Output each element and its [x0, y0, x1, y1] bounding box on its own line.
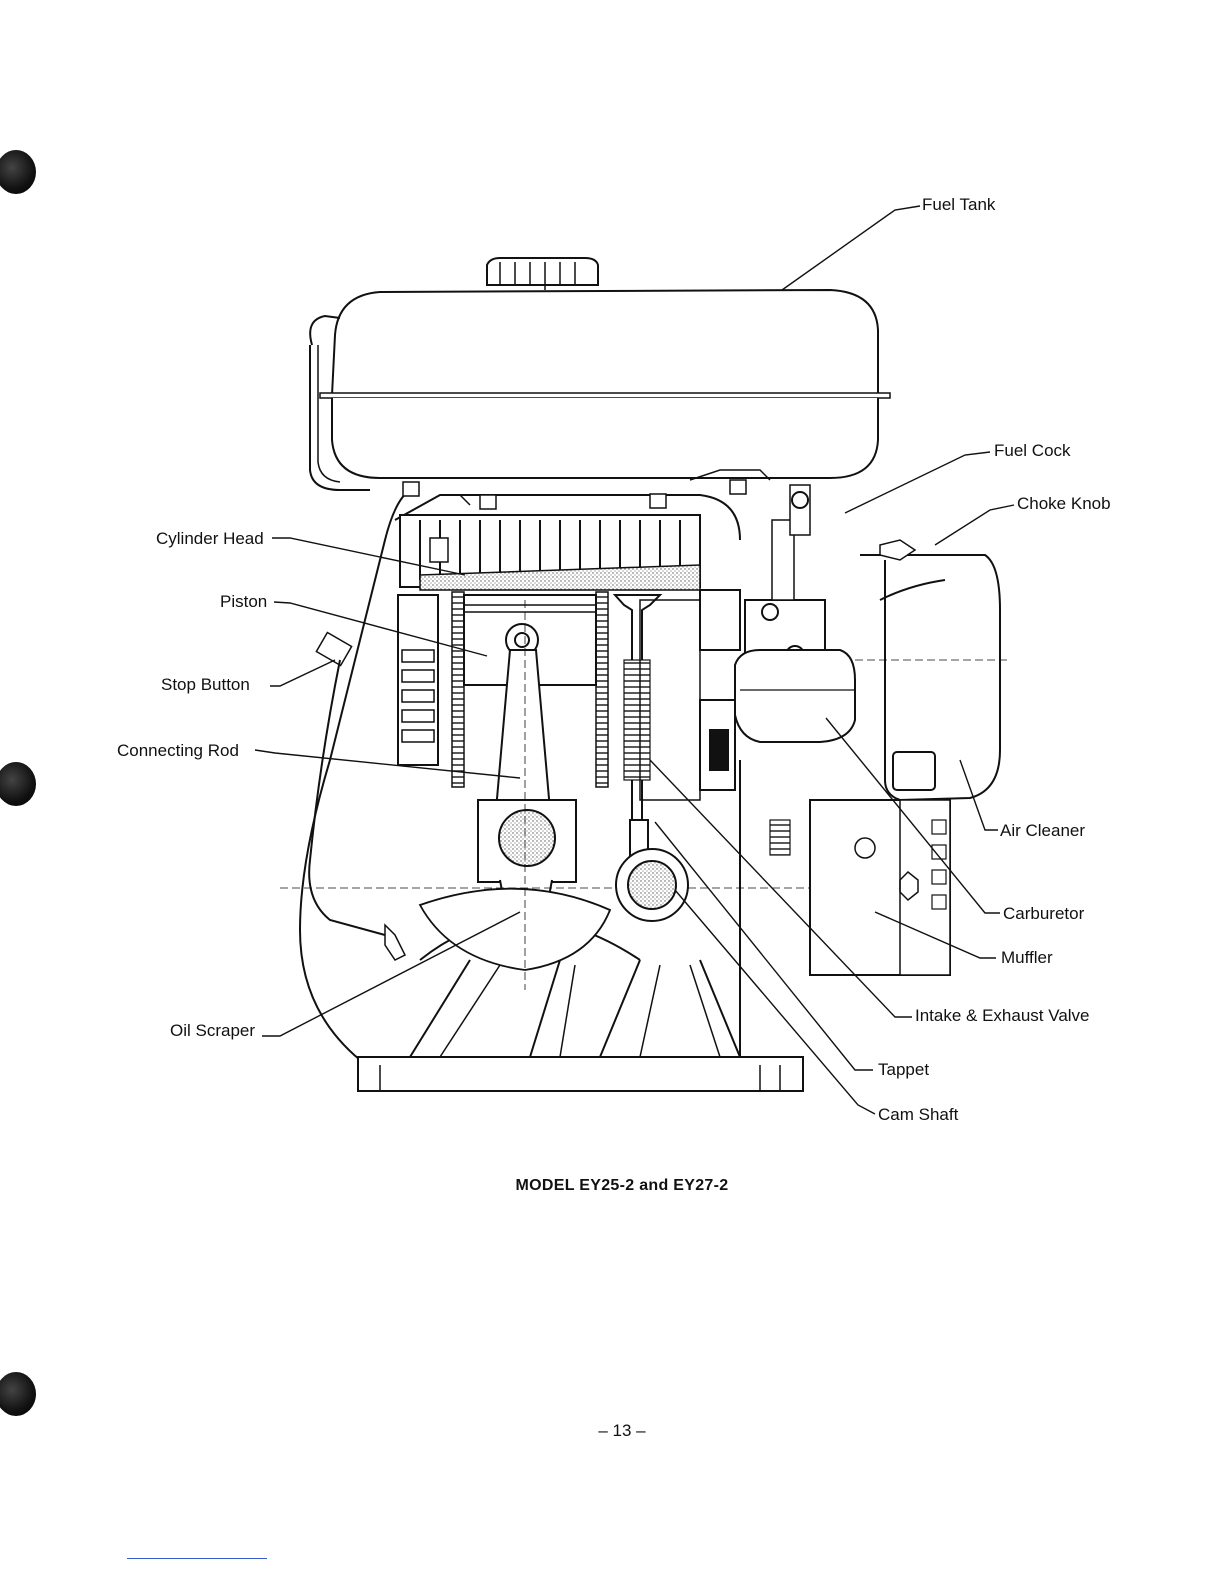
muffler-shape [770, 800, 950, 975]
label-fuel-tank: Fuel Tank [922, 195, 995, 215]
label-air-cleaner: Air Cleaner [1000, 821, 1085, 841]
label-piston: Piston [220, 592, 267, 612]
label-choke-knob: Choke Knob [1017, 494, 1111, 514]
label-stop-button: Stop Button [161, 675, 250, 695]
label-intake-exhaust-valve: Intake & Exhaust Valve [915, 1006, 1090, 1026]
air-cleaner-shape [855, 540, 1010, 800]
stop-button-shape [309, 632, 405, 960]
footer-rule [127, 1558, 267, 1559]
page-number: – 13 – [0, 1421, 1224, 1441]
label-connecting-rod: Connecting Rod [117, 741, 239, 761]
label-carburetor: Carburetor [1003, 904, 1084, 924]
fuel-tank-shape [310, 258, 890, 490]
label-muffler: Muffler [1001, 948, 1053, 968]
label-tappet: Tappet [878, 1060, 929, 1080]
label-oil-scraper: Oil Scraper [170, 1021, 255, 1041]
label-cylinder-head: Cylinder Head [156, 529, 264, 549]
label-cam-shaft: Cam Shaft [878, 1105, 958, 1125]
figure-caption: MODEL EY25-2 and EY27-2 [0, 1177, 1224, 1195]
label-fuel-cock: Fuel Cock [994, 441, 1071, 461]
